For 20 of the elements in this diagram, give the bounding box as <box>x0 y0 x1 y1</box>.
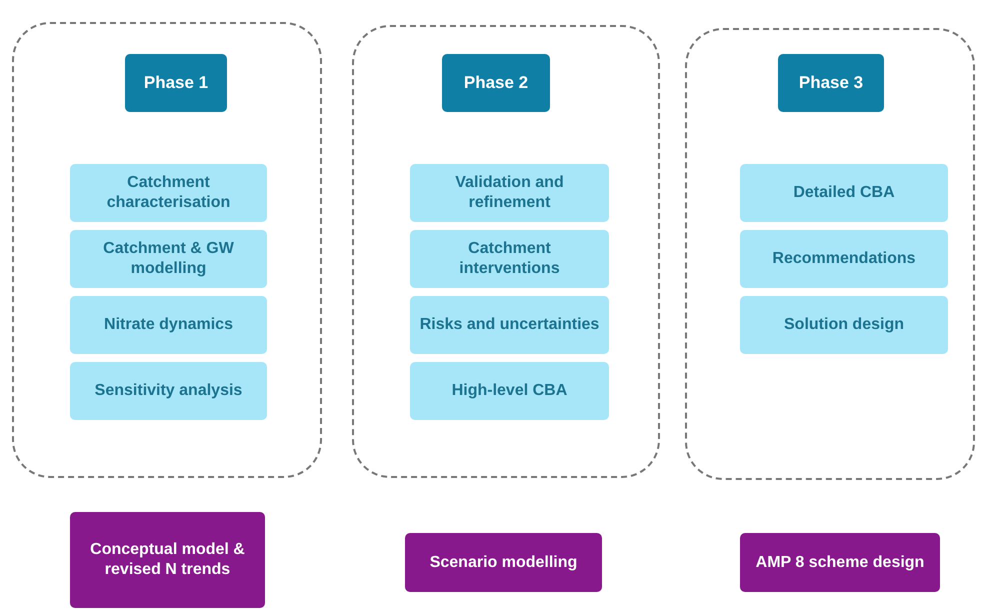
phase-label: Phase 2 <box>442 54 550 112</box>
step-box: Risks and uncertainties <box>410 296 609 354</box>
outcome-box: Conceptual model & revised N trends <box>70 512 265 608</box>
phase-label: Phase 1 <box>125 54 227 112</box>
step-box: Sensitivity analysis <box>70 362 267 420</box>
dashed-group-box <box>352 25 660 478</box>
step-box: Nitrate dynamics <box>70 296 267 354</box>
phase-label: Phase 3 <box>778 54 884 112</box>
step-box: Solution design <box>740 296 948 354</box>
step-box: Catchment & GW modelling <box>70 230 267 288</box>
outcome-box: Scenario modelling <box>405 533 602 592</box>
outcome-box: AMP 8 scheme design <box>740 533 940 592</box>
step-box: Recommendations <box>740 230 948 288</box>
step-box: Catchment characterisation <box>70 164 267 222</box>
dashed-group-box <box>12 22 322 478</box>
dashed-group-box <box>685 28 975 480</box>
step-box: Catchment interventions <box>410 230 609 288</box>
step-box: Detailed CBA <box>740 164 948 222</box>
step-box: Validation and refinement <box>410 164 609 222</box>
step-box: High-level CBA <box>410 362 609 420</box>
